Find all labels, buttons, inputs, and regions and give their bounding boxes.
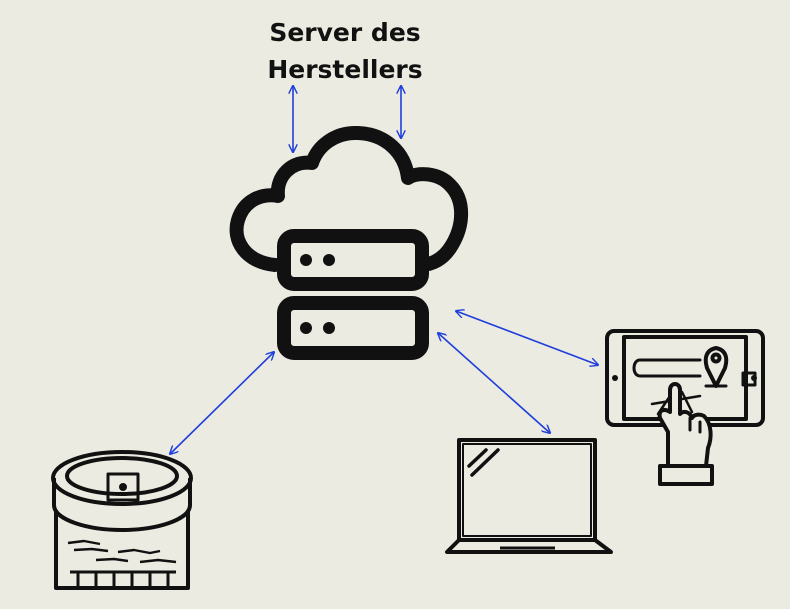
arrow-server-meter — [170, 352, 274, 454]
connection-arrows — [170, 86, 598, 454]
smart-meter-icon — [51, 450, 193, 590]
title-line-1: Server des — [269, 18, 421, 47]
manufacturer-server-title: Server des Herstellers — [245, 14, 445, 88]
arrow-server-laptop — [438, 333, 550, 433]
title-line-2: Herstellers — [267, 55, 423, 84]
laptop-icon — [445, 438, 613, 554]
cloud-server-icon — [229, 126, 469, 360]
arrow-server-tablet — [456, 311, 598, 365]
tablet-map-icon — [605, 329, 765, 486]
